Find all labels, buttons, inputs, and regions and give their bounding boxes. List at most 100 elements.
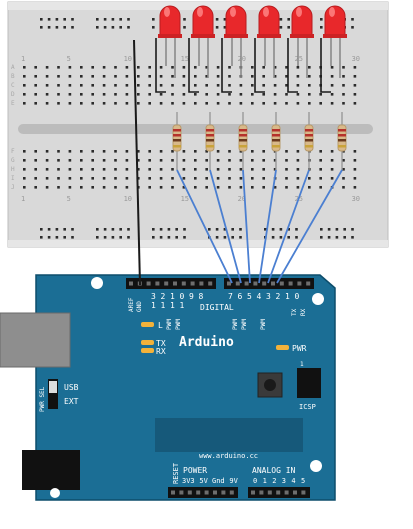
breadboard-hole [91, 186, 94, 189]
breadboard-hole [125, 150, 129, 153]
led-legs [155, 36, 341, 93]
analog-label: ANALOG IN [252, 466, 296, 475]
center-channel [18, 124, 373, 134]
gnd-wire [133, 39, 141, 286]
led-highlight [230, 7, 236, 17]
breadboard-hole [251, 84, 254, 87]
rail-hole [55, 18, 59, 21]
rail-hole [327, 236, 331, 239]
column-number: 25 [295, 55, 303, 63]
breadboard-hole [114, 93, 117, 96]
row-letter: E [11, 100, 15, 107]
breadboard-hole [296, 75, 300, 78]
breadboard-hole [205, 75, 208, 78]
breadboard-hole [239, 84, 243, 87]
rail-hole [343, 236, 346, 239]
breadboard-hole [114, 102, 117, 105]
breadboard-hole [159, 177, 163, 180]
breadboard-hole [34, 75, 37, 78]
row-letter: I [11, 175, 15, 182]
column-number: 1 [21, 195, 25, 203]
breadboard-hole [194, 159, 197, 162]
breadboard-hole [273, 159, 277, 162]
breadboard-hole [273, 84, 277, 87]
red-led [159, 5, 181, 37]
rail-hole [351, 26, 354, 29]
column-number: 15 [181, 195, 189, 203]
resistor-band [173, 139, 181, 142]
rail-hole [208, 228, 211, 231]
rail-hole [40, 18, 43, 21]
ground-jumper [287, 38, 298, 93]
breadboard-hole [137, 84, 140, 87]
rail-hole [279, 228, 283, 231]
txrx-pin-label: RX [300, 308, 307, 316]
header-pin [199, 281, 204, 286]
breadboard-hole [251, 102, 254, 105]
breadboard-hole [330, 177, 334, 180]
breadboard-hole [171, 159, 174, 162]
breadboard-hole [171, 93, 174, 96]
pwr-label: PWR [292, 344, 307, 353]
breadboard-hole [342, 102, 345, 105]
breadboard-hole [80, 159, 83, 162]
pin-label: 3 [151, 292, 156, 301]
breadboard-hole [182, 177, 186, 180]
header-pin [251, 490, 255, 495]
led-highlight [329, 7, 335, 17]
breadboard-hole [57, 84, 60, 87]
rail-hole [320, 18, 323, 21]
power-pin-label: 9V [229, 477, 238, 485]
breadboard-hole [182, 186, 186, 189]
resistor-band [206, 134, 214, 137]
breadboard-hole [330, 102, 334, 105]
header-pin [288, 281, 293, 286]
led-highlight [197, 7, 203, 17]
breadboard-hole [114, 150, 117, 153]
breadboard-hole [137, 159, 140, 162]
resistor-band [272, 145, 280, 148]
header-pin [155, 281, 160, 286]
header-pin [196, 490, 201, 495]
breadboard-hole [353, 84, 357, 87]
breadboard-hole [23, 159, 26, 162]
breadboard-hole [251, 150, 254, 153]
header-pin [259, 490, 264, 495]
power-jack [22, 450, 80, 490]
rail-hole [287, 228, 290, 231]
breadboard-hole [342, 177, 345, 180]
header-pin [262, 281, 267, 286]
breadboard-hole [23, 102, 26, 105]
breadboard-hole [57, 102, 60, 105]
breadboard-hole [194, 84, 197, 87]
breadboard-hole [102, 150, 106, 153]
breadboard-hole [80, 102, 83, 105]
reset-button-cap[interactable] [264, 379, 276, 391]
breadboard-hole [137, 66, 140, 69]
breadboard-hole [273, 66, 277, 69]
breadboard-hole [137, 150, 140, 153]
rail-hole [103, 26, 107, 29]
header-pin [235, 281, 240, 286]
breadboard-hole [330, 93, 334, 96]
breadboard-hole [228, 93, 231, 96]
breadboard-hole [159, 150, 163, 153]
rail-hole [96, 236, 99, 239]
analog-pin-label: 5 [301, 477, 305, 485]
pwm-label: PWM [175, 319, 182, 330]
rail-hole [343, 228, 346, 231]
rail-hole [63, 18, 66, 21]
signal-wire [176, 169, 233, 284]
breadboard-hole [68, 159, 72, 162]
breadboard-hole [182, 66, 186, 69]
rail-hole [152, 236, 155, 239]
rail-hole [103, 18, 107, 21]
breadboard-hole [353, 186, 357, 189]
rail-hole [159, 236, 163, 239]
breadboard-hole [308, 66, 311, 69]
led-rim [224, 34, 248, 38]
breadboard-hole [251, 186, 254, 189]
breadboard-hole [171, 186, 174, 189]
resistors [172, 112, 347, 170]
